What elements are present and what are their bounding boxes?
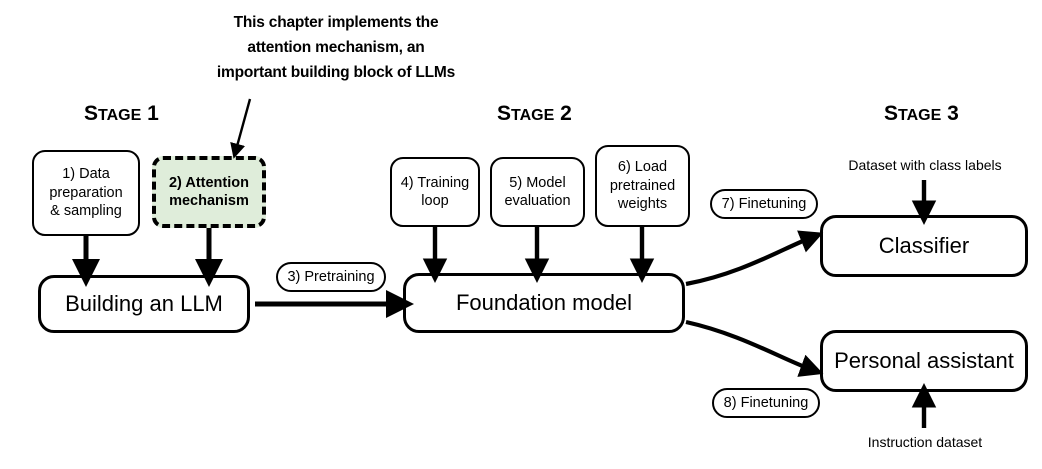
stage-1-lead: S bbox=[84, 102, 99, 125]
label-instruction-dataset: Instruction dataset bbox=[867, 434, 983, 450]
chapter-caption: This chapter implements the attention me… bbox=[196, 10, 476, 85]
pill-finetuning-8[interactable]: 8) Finetuning bbox=[712, 388, 820, 418]
pill-finetuning-7-label: 7) Finetuning bbox=[721, 196, 807, 212]
box-load-pretrained-weights-line-1: 6) Load bbox=[617, 159, 668, 176]
stage-1-header: STAGE 1 bbox=[84, 103, 159, 124]
box-personal-assistant-label: Personal assistant bbox=[834, 347, 1014, 373]
stage-3-number: 3 bbox=[941, 102, 959, 125]
box-load-pretrained-weights-line-3: weights bbox=[617, 196, 668, 213]
box-classifier[interactable]: Classifier bbox=[820, 215, 1028, 277]
stage-1-number: 1 bbox=[141, 102, 159, 125]
box-building-an-llm[interactable]: Building an LLM bbox=[38, 275, 250, 333]
box-model-evaluation-line-1: 5) Model bbox=[509, 174, 566, 191]
pill-pretraining[interactable]: 3) Pretraining bbox=[276, 262, 386, 292]
stage-3-header: STAGE 3 bbox=[884, 103, 959, 124]
caption-line-3: important building block of LLMs bbox=[216, 64, 456, 81]
box-classifier-label: Classifier bbox=[878, 232, 970, 258]
box-load-pretrained-weights-line-2: pretrained bbox=[609, 177, 676, 194]
stage-3-rest: TAGE bbox=[898, 107, 942, 124]
box-attention-mechanism-line-2: mechanism bbox=[169, 193, 249, 209]
pill-finetuning-7[interactable]: 7) Finetuning bbox=[710, 189, 818, 219]
caption-line-1: This chapter implements the bbox=[233, 14, 439, 31]
box-data-preparation-line-1: 1) Data bbox=[62, 166, 110, 183]
stage-1-rest: TAGE bbox=[98, 107, 142, 124]
pill-pretraining-label: 3) Pretraining bbox=[287, 269, 375, 285]
box-personal-assistant[interactable]: Personal assistant bbox=[820, 330, 1028, 392]
stage-2-rest: TAGE bbox=[511, 107, 555, 124]
box-load-pretrained-weights[interactable]: 6) Load pretrained weights bbox=[595, 145, 690, 227]
box-data-preparation-line-2: preparation bbox=[49, 184, 123, 201]
box-foundation-model-label: Foundation model bbox=[455, 289, 633, 315]
box-attention-mechanism-line-1: 2) Attention bbox=[168, 174, 249, 191]
arrow-caption-to-attention bbox=[230, 98, 252, 159]
stage-2-lead: S bbox=[497, 102, 512, 125]
stage-2-number: 2 bbox=[554, 102, 572, 125]
box-training-loop[interactable]: 4) Training loop bbox=[390, 157, 480, 227]
box-foundation-model[interactable]: Foundation model bbox=[403, 273, 685, 333]
label-dataset-with-class-labels: Dataset with class labels bbox=[848, 157, 1002, 173]
box-attention-mechanism[interactable]: 2) Attention mechanism bbox=[152, 156, 266, 228]
arrow-foundation-to-personal-assistant bbox=[685, 319, 824, 377]
box-data-preparation[interactable]: 1) Data preparation & sampling bbox=[32, 150, 140, 236]
pill-finetuning-8-label: 8) Finetuning bbox=[723, 395, 809, 411]
box-model-evaluation-line-2: evaluation bbox=[504, 193, 571, 209]
box-building-an-llm-label: Building an LLM bbox=[65, 290, 223, 316]
box-model-evaluation[interactable]: 5) Model evaluation bbox=[490, 157, 585, 227]
stage-3-lead: S bbox=[884, 102, 899, 125]
box-training-loop-line-1: 4) Training bbox=[400, 174, 470, 191]
box-data-preparation-line-3: & sampling bbox=[50, 203, 122, 220]
stage-2-header: STAGE 2 bbox=[497, 103, 572, 124]
caption-line-2: attention mechanism, an bbox=[247, 39, 425, 56]
box-training-loop-line-2: loop bbox=[421, 193, 449, 209]
arrow-foundation-to-classifier bbox=[685, 230, 824, 287]
